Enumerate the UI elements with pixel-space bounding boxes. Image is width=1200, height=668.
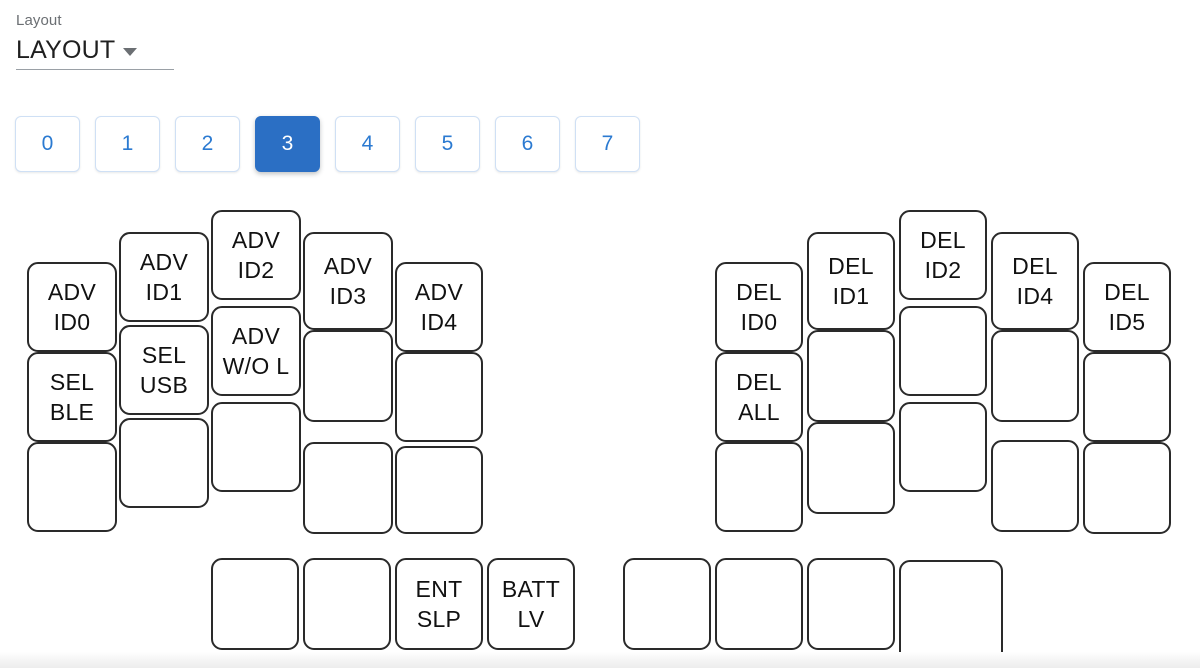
key-right_half-keys-del-id0-0[interactable]: DEL ID0 xyxy=(715,262,803,352)
key-label-line1: SEL xyxy=(141,342,187,368)
key-label-line1: DEL xyxy=(828,253,874,279)
key-left_half-keys-adv-id3-9[interactable]: ADV ID3 xyxy=(303,232,393,330)
key-left_half-thumb_keys-blank-1[interactable] xyxy=(303,558,391,650)
key-label-line1: SEL xyxy=(49,369,95,395)
key-label-line1: DEL xyxy=(1012,253,1058,279)
layout-select-label: Layout xyxy=(16,12,62,29)
key-label-line2: ID5 xyxy=(1108,309,1146,335)
key-left_half-keys-adv-id1-3[interactable]: ADV ID1 xyxy=(119,232,209,322)
key-left_half-keys-blank-5[interactable] xyxy=(119,418,209,508)
key-left_half-keys-adv-id2-6[interactable]: ADV ID2 xyxy=(211,210,301,300)
key-right_half-keys-del-id5-12[interactable]: DEL ID5 xyxy=(1083,262,1171,352)
key-label-line2: LV xyxy=(517,606,545,632)
key-label-line2: USB xyxy=(139,372,189,398)
key-label-line2: BLE xyxy=(49,399,95,425)
key-label-line1: DEL xyxy=(736,279,782,305)
key-left_half-keys-blank-13[interactable] xyxy=(395,352,483,442)
key-left_half-keys-sel-ble-1[interactable]: SEL BLE xyxy=(27,352,117,442)
layout-select-control[interactable]: LAYOUT xyxy=(16,30,174,70)
key-label-line2: SLP xyxy=(416,606,462,632)
key-label-line1: DEL xyxy=(1104,279,1150,305)
key-right_half-keys-blank-14[interactable] xyxy=(1083,442,1171,534)
key-left_half-keys-blank-14[interactable] xyxy=(395,446,483,534)
key-label-line2: ID4 xyxy=(1016,283,1054,309)
layout-select-value: LAYOUT xyxy=(16,35,116,64)
layer-button-2[interactable]: 2 xyxy=(175,116,240,172)
key-label-line1: ADV xyxy=(414,279,464,305)
chevron-down-icon xyxy=(123,47,138,56)
key-right_half-keys-blank-13[interactable] xyxy=(1083,352,1171,442)
key-right_half-thumb_keys-blank-2[interactable] xyxy=(807,558,895,650)
key-left_half-keys-blank-2[interactable] xyxy=(27,442,117,532)
key-right_half-keys-blank-5[interactable] xyxy=(807,422,895,514)
key-right_half-keys-blank-2[interactable] xyxy=(715,442,803,532)
key-left_half-keys-blank-11[interactable] xyxy=(303,442,393,534)
key-label-line2: ID1 xyxy=(145,279,183,305)
key-right_half-keys-del-id4-9[interactable]: DEL ID4 xyxy=(991,232,1079,330)
key-left_half-thumb_keys-ent-slp-2[interactable]: ENT SLP xyxy=(395,558,483,650)
key-right_half-keys-del-id2-6[interactable]: DEL ID2 xyxy=(899,210,987,300)
key-label-line2: ALL xyxy=(738,399,780,425)
key-right_half-thumb_keys-blank-0[interactable] xyxy=(623,558,711,650)
key-label-line2: ID2 xyxy=(237,257,275,283)
layer-button-7[interactable]: 7 xyxy=(575,116,640,172)
key-label-line1: ADV xyxy=(47,279,97,305)
key-left_half-keys-blank-8[interactable] xyxy=(211,402,301,492)
key-right_half-keys-del-id1-3[interactable]: DEL ID1 xyxy=(807,232,895,330)
key-right_half-keys-blank-11[interactable] xyxy=(991,440,1079,532)
key-label-line2: ID2 xyxy=(924,257,962,283)
key-label-line2: W/O L xyxy=(222,353,290,379)
layer-button-4[interactable]: 4 xyxy=(335,116,400,172)
layer-button-6[interactable]: 6 xyxy=(495,116,560,172)
key-right_half-keys-blank-7[interactable] xyxy=(899,306,987,396)
key-label-line2: ID0 xyxy=(740,309,778,335)
key-right_half-keys-del-all-1[interactable]: DEL ALL xyxy=(715,352,803,442)
key-label-line2: ID4 xyxy=(420,309,458,335)
key-label-line1: BATT xyxy=(501,576,561,602)
key-right_half-keys-blank-10[interactable] xyxy=(991,330,1079,422)
key-right_half-thumb_keys-blank-3[interactable] xyxy=(899,560,1003,664)
key-right_half-thumb_keys-blank-1[interactable] xyxy=(715,558,803,650)
key-left_half-keys-adv-id0-0[interactable]: ADV ID0 xyxy=(27,262,117,352)
key-label-line2: ID1 xyxy=(832,283,870,309)
layer-button-0[interactable]: 0 xyxy=(15,116,80,172)
key-right_half-keys-blank-8[interactable] xyxy=(899,402,987,492)
layout-select[interactable]: Layout LAYOUT xyxy=(16,12,174,70)
key-left_half-thumb_keys-blank-0[interactable] xyxy=(211,558,299,650)
key-label-line1: ADV xyxy=(323,253,373,279)
key-label-line1: DEL xyxy=(920,227,966,253)
key-left_half-keys-blank-10[interactable] xyxy=(303,330,393,422)
key-label-line1: DEL xyxy=(736,369,782,395)
key-left_half-keys-sel-usb-4[interactable]: SEL USB xyxy=(119,325,209,415)
key-label-line2: ID3 xyxy=(329,283,367,309)
key-left_half-keys-adv-w-o-l-7[interactable]: ADV W/O L xyxy=(211,306,301,396)
layer-button-1[interactable]: 1 xyxy=(95,116,160,172)
layer-button-3[interactable]: 3 xyxy=(255,116,320,172)
layer-button-5[interactable]: 5 xyxy=(415,116,480,172)
key-label-line1: ADV xyxy=(231,323,281,349)
key-label-line1: ADV xyxy=(139,249,189,275)
key-label-line1: ADV xyxy=(231,227,281,253)
key-left_half-keys-adv-id4-12[interactable]: ADV ID4 xyxy=(395,262,483,352)
key-right_half-keys-blank-4[interactable] xyxy=(807,330,895,422)
key-left_half-thumb_keys-batt-lv-3[interactable]: BATT LV xyxy=(487,558,575,650)
key-label-line2: ID0 xyxy=(53,309,91,335)
key-label-line1: ENT xyxy=(415,576,463,602)
